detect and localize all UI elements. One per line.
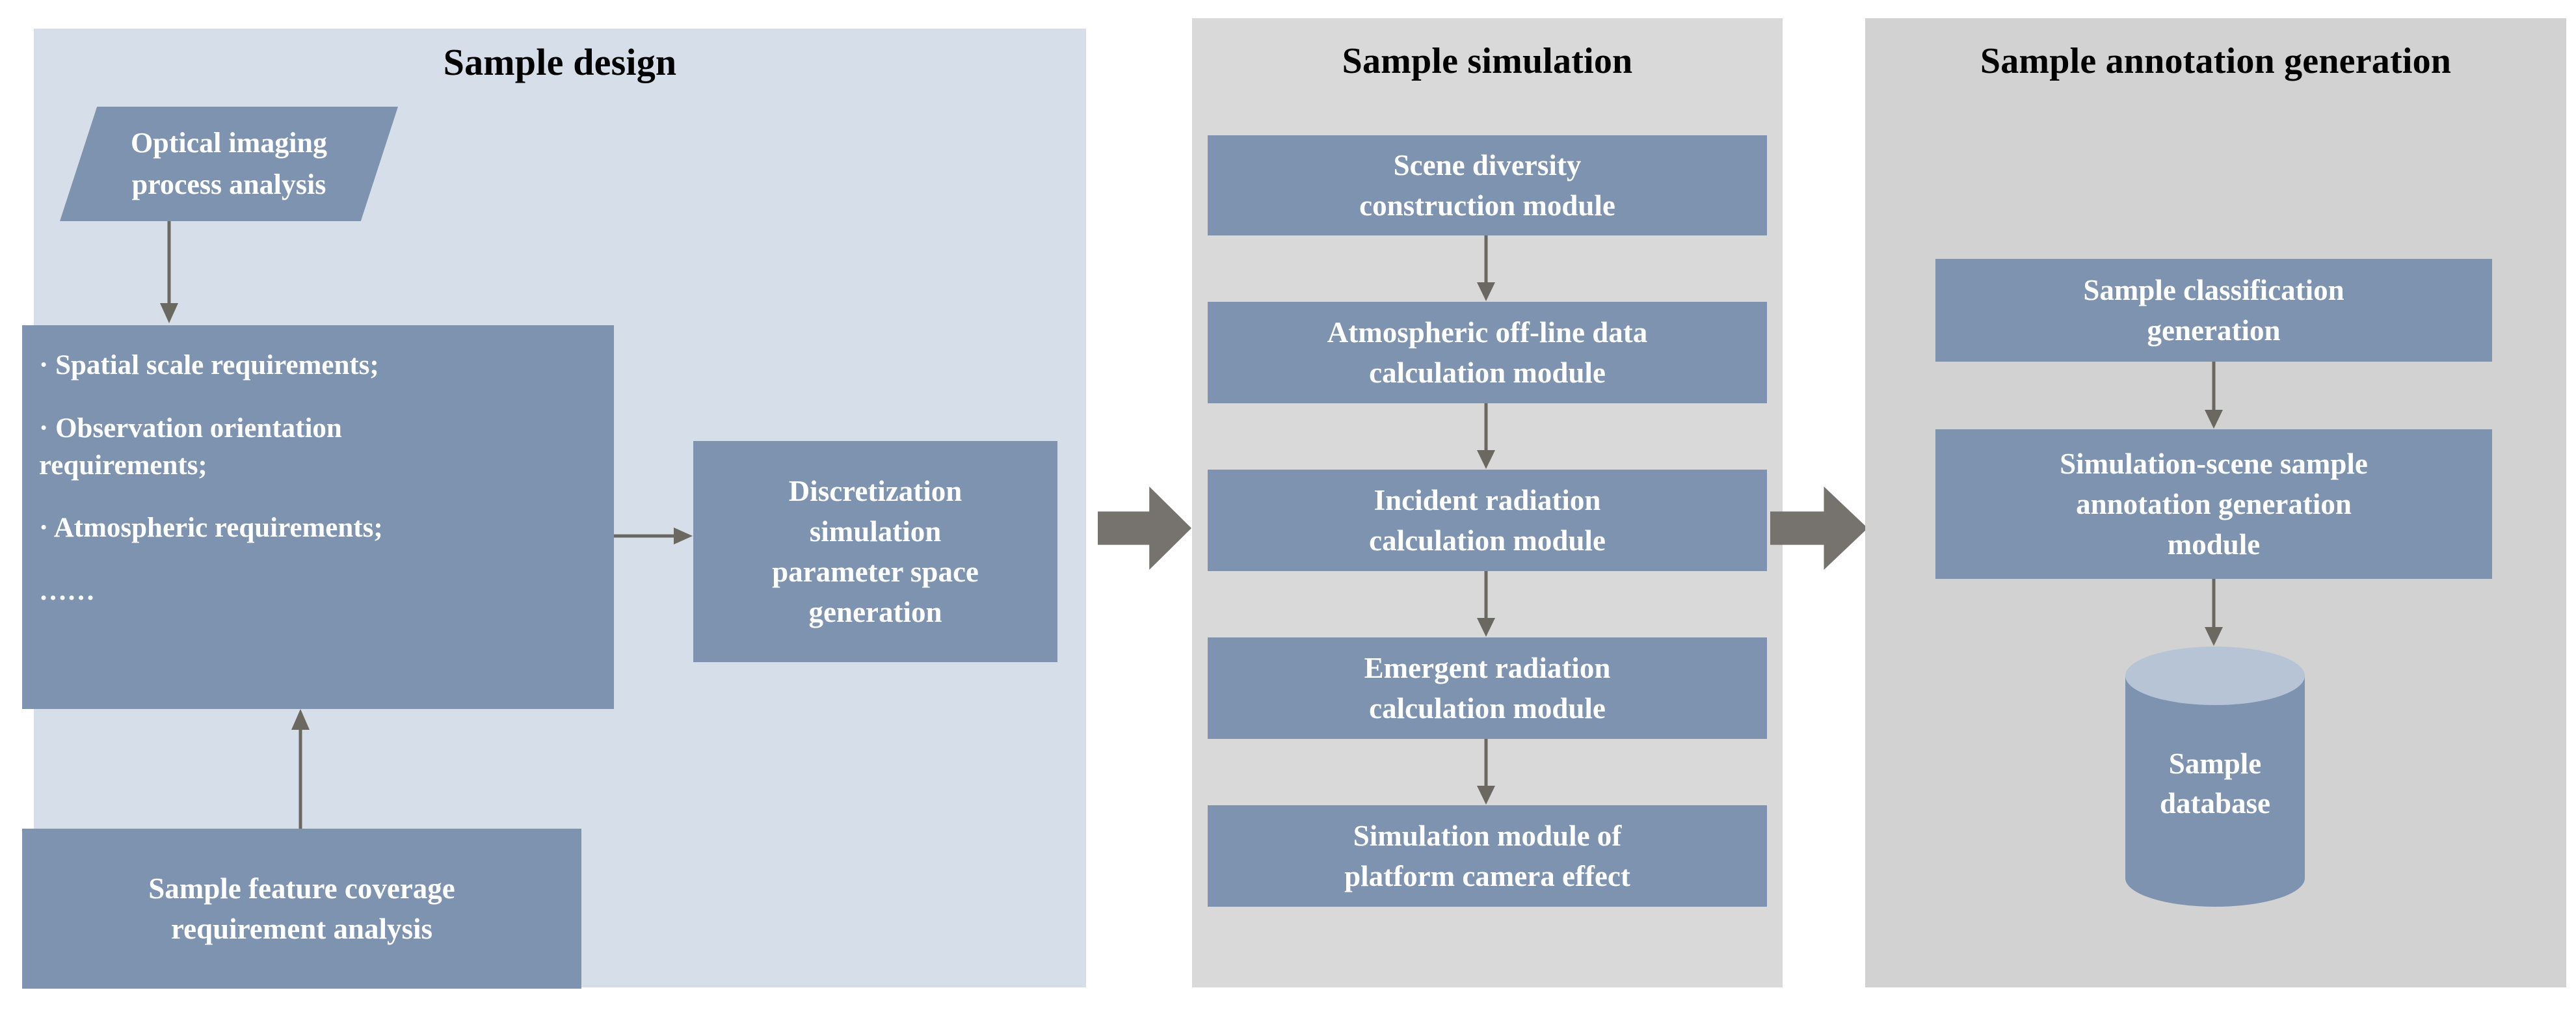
node-discretization-simulation-parameter-space-generation: Discretization simulation parameter spac… [693, 441, 1057, 662]
connector-module1-to-module2 [1477, 235, 1495, 301]
node-incident-radiation-calculation-module: Incident radiation calculation module [1208, 470, 1767, 571]
node-atmospheric-offline-data-calculation-module: Atmospheric off-line data calculation mo… [1208, 302, 1767, 403]
connector-coverage-to-requirements [291, 709, 310, 830]
node-coverage-label: Sample feature coverage requirement anal… [148, 872, 455, 945]
module-label: Scene diversity construction module [1359, 148, 1615, 222]
node-sample-database: Sample database [2125, 647, 2305, 907]
requirement-item: · Atmospheric requirements; [39, 513, 383, 544]
panel-sample-simulation: Sample simulation Scene diversity constr… [1192, 18, 1783, 987]
requirement-item: · Spatial scale requirements; [39, 350, 379, 381]
node-simulation-scene-sample-annotation-generation-module: Simulation-scene sample annotation gener… [1935, 429, 2492, 579]
right-arrow-icon [1098, 487, 1191, 570]
connector-requirements-to-discretization [614, 528, 693, 544]
node-optical-imaging-process-analysis: Optical imaging process analysis [60, 107, 398, 221]
node-requirements-list: · Spatial scale requirements; · Observat… [22, 325, 614, 709]
connector-module3-to-module4 [1477, 571, 1495, 637]
module-label: Incident radiation calculation module [1369, 483, 1606, 557]
connector-optical-to-requirements [160, 221, 178, 323]
cylinder-top-ellipse [2125, 647, 2305, 705]
node-emergent-radiation-calculation-module: Emergent radiation calculation module [1208, 637, 1767, 739]
node-discretization-label: Discretization simulation parameter spac… [772, 474, 979, 629]
node-scene-diversity-construction-module: Scene diversity construction module [1208, 135, 1767, 235]
requirement-item: …… [39, 576, 95, 606]
connector-annotation-module-to-database [2205, 579, 2223, 646]
node-classification-label: Sample classification generation [2083, 273, 2344, 347]
node-sample-classification-generation: Sample classification generation [1935, 259, 2492, 362]
node-sample-database-label: Sample database [2159, 747, 2271, 820]
requirement-item: · Observation orientation requirements; [39, 412, 342, 481]
panel-sample-annotation-generation: Sample annotation generation Sample clas… [1865, 18, 2566, 987]
right-arrow-icon [1770, 487, 1868, 570]
connector-classification-to-annotation-module [2205, 362, 2223, 429]
cylinder-body [2125, 675, 2305, 878]
panel-title-sample-design: Sample design [443, 41, 677, 83]
module-label: Simulation module of platform camera eff… [1344, 819, 1630, 892]
block-arrow-simulation-to-annotation [1770, 487, 1868, 570]
module-label: Atmospheric off-line data calculation mo… [1327, 315, 1648, 389]
module-label: Emergent radiation calculation module [1364, 651, 1611, 725]
node-sample-feature-coverage-requirement-analysis: Sample feature coverage requirement anal… [22, 829, 581, 989]
node-annotation-module-label: Simulation-scene sample annotation gener… [2060, 447, 2368, 561]
block-arrow-design-to-simulation [1098, 487, 1191, 570]
node-optical-imaging-label: Optical imaging process analysis [131, 127, 327, 200]
connector-module4-to-module5 [1477, 739, 1495, 805]
panel-sample-design: Sample design Optical imaging process an… [22, 29, 1086, 989]
panel-title-sample-simulation: Sample simulation [1342, 41, 1633, 81]
cylinder-bottom-cap [2125, 849, 2305, 907]
panel-title-sample-annotation-generation: Sample annotation generation [1980, 41, 2452, 81]
connector-module2-to-module3 [1477, 403, 1495, 469]
node-simulation-module-of-platform-camera-effect: Simulation module of platform camera eff… [1208, 805, 1767, 907]
